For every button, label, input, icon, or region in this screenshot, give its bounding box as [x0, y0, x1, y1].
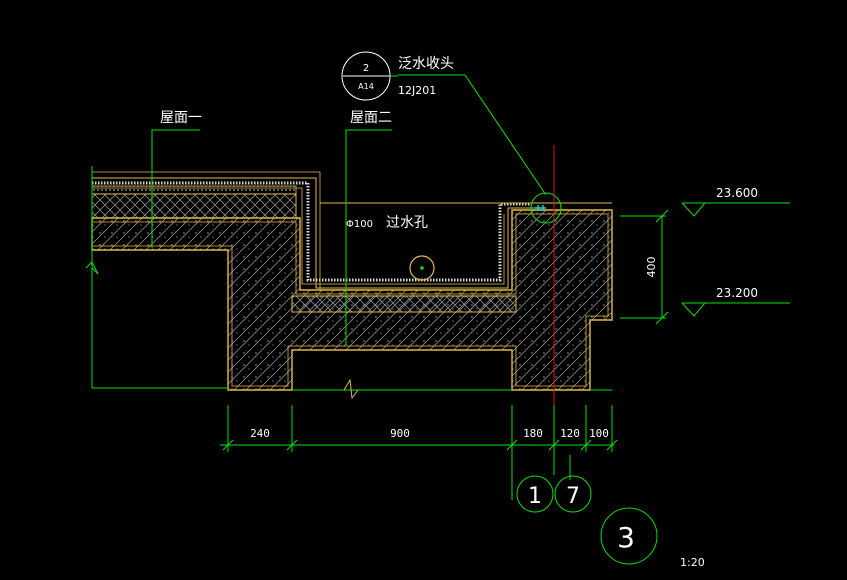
roof-one-label: 屋面一	[160, 110, 202, 126]
detail-number-label: 3	[617, 521, 635, 554]
grid-axis-7: 7	[554, 475, 592, 513]
drain-hole	[409, 255, 435, 281]
callout-sheet: A14	[358, 82, 374, 91]
grid-axis-1-label: 1	[528, 484, 542, 509]
dimension-240: 240	[250, 427, 270, 440]
dimension-100: 100	[589, 427, 609, 440]
grid-axis-7-label: 7	[566, 484, 580, 509]
detail-callout: 2 A14	[341, 51, 391, 101]
hole-diameter: Φ100	[346, 219, 373, 230]
waterproof-membrane	[92, 171, 536, 291]
detail-scale: 1:20	[680, 556, 705, 569]
grid-axis-1: 1	[516, 475, 554, 513]
leaders	[151, 74, 790, 500]
hole-label: 过水孔	[386, 215, 428, 231]
dimension-120: 120	[560, 427, 580, 440]
elevation-bottom: 23.200	[716, 286, 758, 300]
parapet-outline	[85, 166, 612, 400]
flashing-label: 泛水收头	[398, 56, 454, 72]
dimension-900: 900	[390, 427, 410, 440]
detail-number: 3	[600, 507, 658, 565]
roof-two-label: 屋面二	[350, 110, 392, 126]
flashing-marker	[530, 192, 562, 224]
callout-number: 2	[363, 63, 369, 74]
elevation-top: 23.600	[716, 186, 758, 200]
standard-code: 12J201	[398, 84, 436, 97]
dimension-180: 180	[523, 427, 543, 440]
height-dimension: 400	[645, 257, 658, 278]
